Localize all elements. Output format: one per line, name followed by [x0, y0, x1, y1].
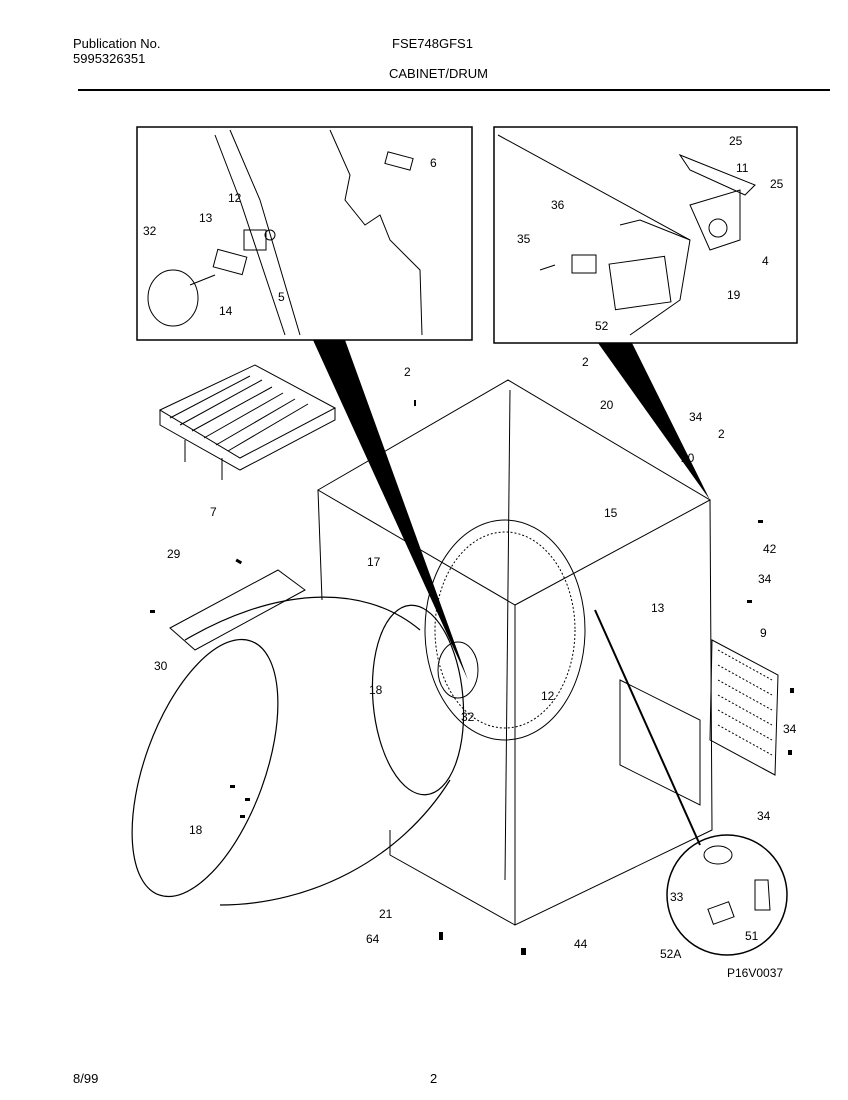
- part-label: 2: [404, 365, 411, 379]
- part-label: 52: [595, 319, 609, 333]
- part-label: 34: [758, 572, 772, 586]
- part-label: 2: [718, 427, 725, 441]
- part-label: 7: [210, 505, 217, 519]
- part-label: 18: [369, 683, 383, 697]
- part-label: 19: [727, 288, 741, 302]
- part-label: 12: [541, 689, 555, 703]
- detail-box-right: [493, 126, 798, 344]
- part-label: 17: [367, 555, 381, 569]
- part-label: 51: [745, 929, 759, 943]
- drying-rack: [158, 364, 337, 480]
- diagram-code: P16V0037: [727, 966, 783, 980]
- publication-label: Publication No.: [73, 36, 161, 51]
- part-label: 52A: [660, 947, 681, 961]
- page-number: 2: [430, 1071, 438, 1086]
- part-label: 32: [461, 710, 475, 724]
- exploded-parts-diagram: 25 6 11 25 12 36 32 13 35 4 19 14 5 52 2…: [131, 126, 798, 980]
- part-label: 9: [760, 626, 767, 640]
- header-rule: [78, 89, 830, 91]
- part-label: 44: [574, 937, 588, 951]
- part-label: 30: [154, 659, 168, 673]
- left-detail-drawing: [147, 129, 423, 336]
- footer-date: 8/99: [73, 1071, 99, 1086]
- part-label: 5: [278, 290, 285, 304]
- part-label: 2: [582, 355, 589, 369]
- detail-box-left: [136, 126, 473, 341]
- part-label: 20: [600, 398, 614, 412]
- right-detail-drawing: [497, 134, 756, 336]
- drum: [131, 596, 465, 906]
- part-label: 25: [770, 177, 784, 191]
- part-label: 4: [762, 254, 769, 268]
- screws: [150, 400, 794, 955]
- part-label: 36: [551, 198, 565, 212]
- detail-circle: [666, 834, 788, 956]
- part-label: 34: [783, 722, 797, 736]
- part-label: 64: [366, 932, 380, 946]
- rear-panel: [709, 639, 779, 776]
- part-label: 18: [189, 823, 203, 837]
- part-label: 21: [379, 907, 393, 921]
- model-number: FSE748GFS1: [392, 36, 473, 51]
- publication-number: 5995326351: [73, 51, 146, 66]
- thermostat-parts: [703, 845, 771, 925]
- pointer-wedge-left: [313, 340, 468, 680]
- publication-block: Publication No. 5995326351: [73, 36, 160, 66]
- part-label: 34: [689, 410, 703, 424]
- part-label: 33: [670, 890, 684, 904]
- bracket: [169, 569, 306, 651]
- drum-rear: [424, 519, 586, 741]
- part-label: 35: [517, 232, 531, 246]
- part-label: 34: [757, 809, 771, 823]
- part-label: 13: [651, 601, 665, 615]
- part-label: 29: [167, 547, 181, 561]
- part-label: 13: [199, 211, 213, 225]
- part-label: 15: [604, 506, 618, 520]
- part-label: 42: [763, 542, 777, 556]
- section-title: CABINET/DRUM: [389, 66, 488, 81]
- part-label: 12: [228, 191, 242, 205]
- part-label: 6: [430, 156, 437, 170]
- part-label: 20: [681, 451, 695, 465]
- detail-pointer-line: [594, 609, 701, 846]
- part-label: 14: [219, 304, 233, 318]
- part-label: 11: [736, 161, 749, 175]
- part-label: 32: [143, 224, 157, 238]
- part-label: 25: [729, 134, 743, 148]
- pointer-wedge-right: [598, 343, 710, 500]
